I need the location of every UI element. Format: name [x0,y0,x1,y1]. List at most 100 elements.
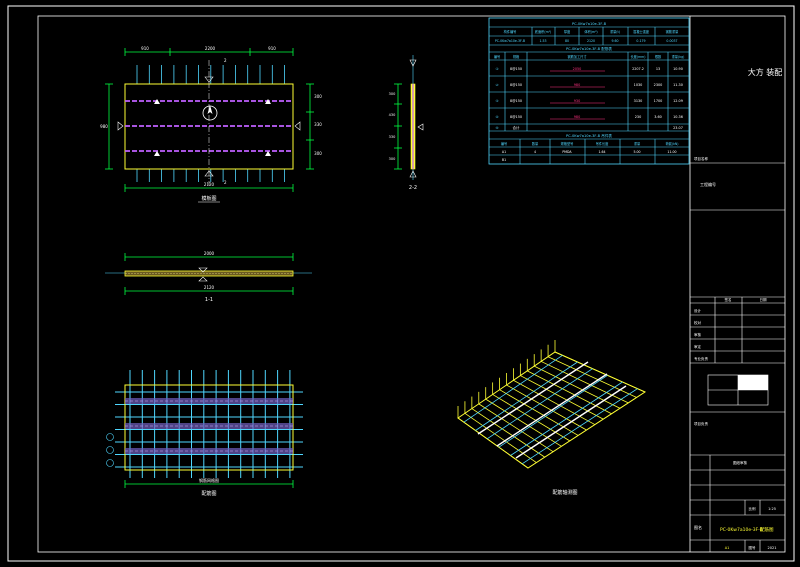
rebar-table-cell: 3130 [634,99,643,103]
rebar-tag-icon [106,433,114,441]
table-cell: PC-0Kw7a10e-3F-B [495,39,525,43]
table-header-3: 数量 [532,141,539,146]
lift-point-icon [154,151,160,156]
table-header-2: 根数 [655,54,662,59]
lift-table-cell: B1 [502,158,506,162]
plan-dim-top-2: 2200 [205,46,216,51]
section-1-1-view: 2000 2120 1-1 [105,251,312,303]
side-dim-2: 430 [389,113,396,117]
rebar-tag-icon [106,446,114,454]
table-title-3: PC-0Kw7a10e-3F-B 吊件表 [566,133,612,138]
plan-dim-right-3: 300 [314,151,322,156]
table-title-1: PC-0Kw7a10e-3F-B [572,22,607,26]
iso-rebar-cross [513,379,596,425]
section-marker-icon [117,121,124,131]
lift-table-cell: 1.64 [598,150,605,154]
row-label: 专业负责 [694,356,708,361]
rebar-table-cell: ① [495,67,498,71]
outer-frame [7,5,795,562]
table-header-1: 厚度 [564,29,571,34]
row-label: 设计 [694,308,702,313]
table-cell: 0.179 [636,39,645,43]
number-label: 图号 [749,545,757,550]
rebar-table-cell: 8@150 [510,67,522,71]
rebar-table-cell: 合计 [513,125,520,130]
title-block: 大方 装配 项目名称 工程编号 签名 日期 设计 校对 审核 审定 专业负责 项… [689,16,785,552]
table-cell: 2120 [587,39,595,43]
row-label: 审核 [694,332,702,337]
plan-bottom-rebars [136,169,286,182]
rebar-table-cell: 2300 [654,83,663,87]
table-header-1: 底面积(m²) [535,29,551,34]
section-2-2-label: 2-2 [409,185,417,191]
table-header-2: 编号 [494,54,500,59]
table-header-1: 构件编号 [504,29,517,34]
lift-table-cell: 5.00 [633,150,640,154]
rebar-table-cell: 23.07 [673,126,683,130]
section-marker-icon [198,267,208,273]
table-header-3: 荷载(kN) [665,141,678,146]
plan-dim-right-1: 300 [314,94,322,99]
col-label-date: 日期 [760,297,768,302]
table-header-3: 吊件长度 [596,141,610,146]
table-header-2: 长度(mm) [630,54,645,59]
section-1-1-label: 1-1 [205,297,213,303]
part-label: 工程编号 [700,181,716,187]
sec11-dim-top: 2000 [204,251,215,256]
rebar-table-cell: ② [495,83,498,87]
iso-rebar-cross [492,394,570,442]
section-mark-bottom: 2 [224,180,227,185]
lift-table-cell: 4 [534,150,536,154]
iso-rebar-long [498,374,608,448]
rebar-table-cell: 980 [574,83,580,87]
plan-dim-top-1: 910 [141,46,149,51]
rebar-grid-view: 钢筋网格图 配筋图 [106,370,303,497]
lift-table-cell: PMDA [562,150,572,154]
lift-table-cell: A1 [502,150,506,154]
table-header-3: 规格型号 [561,141,574,146]
section-marker-icon [204,170,214,177]
rebar-table-cell: ⑤ [495,126,498,130]
iso-rebar-cross [499,389,579,436]
rebar-table-cell: 1700 [654,99,663,103]
scale-value: 1:25 [768,507,776,511]
iso-rebar-long [486,368,593,440]
rebar-tag-icon [106,459,114,467]
table-cell: 1.53 [539,39,546,43]
lift-point-icon [265,99,271,104]
plan-dim-left: 980 [100,124,108,129]
table-header-1: 体积(m³) [584,29,597,34]
drawing-title: PC-0Kw7a10e-3F-B [720,527,763,533]
plan-dim-top-3: 910 [268,46,276,51]
section-2-2-view: 300 430 330 300 2-2 [389,55,424,191]
rebar-table-cell: 1030 [634,83,643,87]
elev-horizontal-rebars [115,391,303,468]
project-label: 项目名称 [694,156,708,161]
lift-point-icon [154,99,160,104]
rebar-table-cell: 13 [656,67,660,71]
isometric-view: 配筋轴测图 [457,340,647,496]
inner-frame [37,15,786,553]
section-marker-icon [204,76,214,83]
iso-rebar-cross [485,398,562,447]
company-name: 大方 装配 [748,67,783,77]
row-label: 校对 [694,320,702,325]
section-mark-top: 2 [224,58,227,63]
iso-rebars [457,340,646,469]
plan-dim-right-2: 330 [314,122,322,127]
elev-dim-bottom: 钢筋网格图 [199,477,219,483]
stamp-text: 图纸审核 [733,460,747,465]
plan-view-label: 模板图 [201,195,216,202]
iso-rebar-cross [464,412,537,463]
table-header-2: 钢筋加工尺寸 [567,54,587,59]
rebar-table-cell: 11.30 [673,83,683,87]
table-header-1: 混凝土强度 [633,29,650,34]
sec11-dim-bottom: 2120 [204,285,215,290]
iso-rebar-cross [534,365,621,409]
table-header-3: 重量 [634,141,641,146]
iso-rebar-long [463,355,563,423]
rebar-table-cell: 8@150 [510,115,522,119]
rebar-table-cell: 230 [635,115,641,119]
